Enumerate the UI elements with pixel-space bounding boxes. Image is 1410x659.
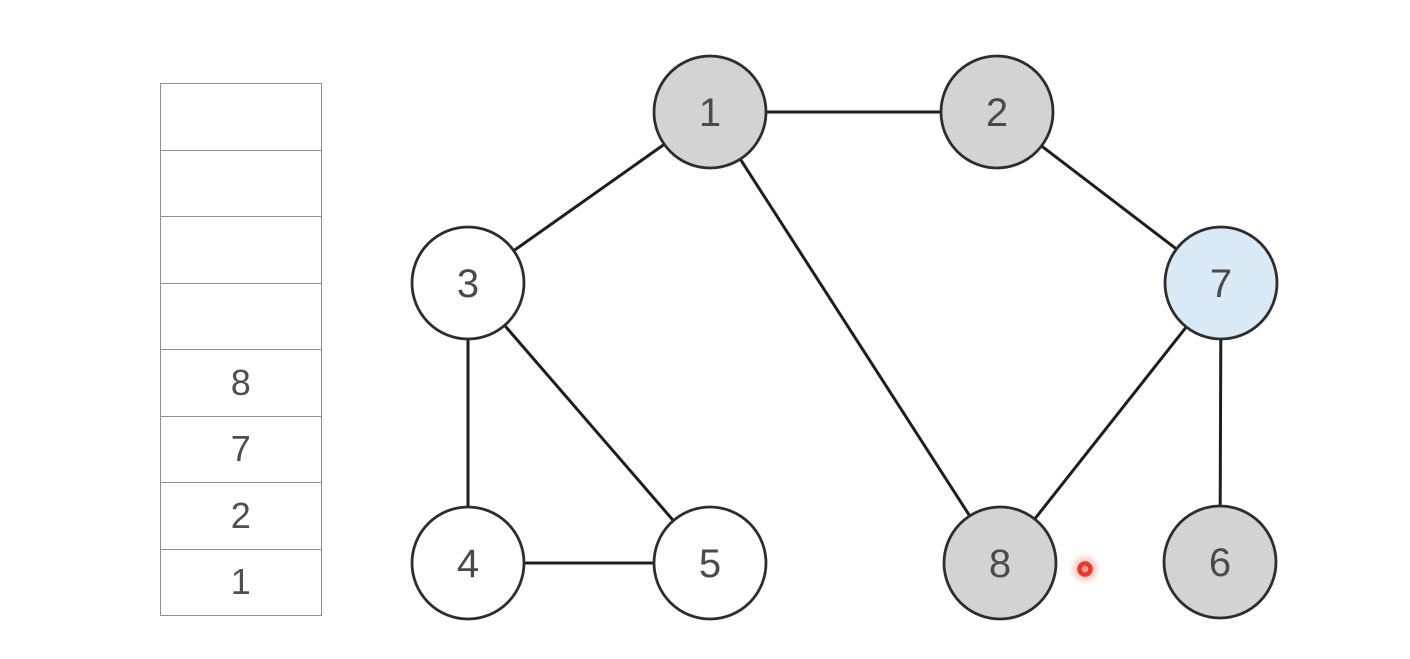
graph-node-label: 7	[1210, 262, 1232, 306]
graph-node-label: 6	[1209, 541, 1231, 585]
graph-node-circle[interactable]	[939, 54, 1055, 170]
stack-cell	[161, 151, 321, 217]
click-indicator-icon	[1068, 552, 1102, 586]
graph-node-circle[interactable]	[652, 505, 768, 621]
graph-edge-3-5	[466, 281, 712, 565]
nodes-layer: 1 2 3 7 4 5 8 6	[410, 54, 1279, 621]
graph-node-label: 2	[986, 91, 1008, 135]
graph-node-label: 5	[699, 542, 721, 586]
graph-edge-7-8	[998, 281, 1223, 565]
graph-node-1[interactable]: 1	[652, 54, 768, 170]
graph-node-circle[interactable]	[410, 225, 526, 341]
stack-cell: 2	[161, 483, 321, 550]
graph-node-label: 8	[989, 542, 1011, 586]
graph-node-circle[interactable]	[1163, 225, 1279, 341]
stack-cell: 8	[161, 350, 321, 417]
edges-layer	[466, 110, 1223, 565]
graph-node-label: 3	[457, 262, 479, 306]
graph-node-6[interactable]: 6	[1162, 504, 1278, 620]
stack-cell	[161, 284, 321, 350]
graph-node-label: 4	[457, 542, 479, 586]
graph-node-circle[interactable]	[410, 505, 526, 621]
graph-node-circle[interactable]	[942, 505, 1058, 621]
graph-edge-1-8	[708, 110, 1002, 565]
stack-cell: 7	[161, 417, 321, 483]
graph-node-2[interactable]: 2	[939, 54, 1055, 170]
stack-cell	[161, 217, 321, 284]
graph-node-3[interactable]: 3	[410, 225, 526, 341]
click-layer	[1068, 552, 1102, 586]
graph-node-circle[interactable]	[652, 54, 768, 170]
dfs-stack: 8 7 2 1	[160, 83, 322, 616]
graph-node-7[interactable]: 7	[1163, 225, 1279, 341]
stack-cell	[161, 84, 321, 151]
graph-node-4[interactable]: 4	[410, 505, 526, 621]
graph-node-5[interactable]: 5	[652, 505, 768, 621]
graph-node-label: 1	[699, 91, 721, 135]
stack-cell: 1	[230, 561, 252, 603]
graph-node-8[interactable]: 8	[942, 505, 1058, 621]
graph-node-circle[interactable]	[1162, 504, 1278, 620]
click-indicator-ring	[1077, 561, 1093, 577]
click-indicator-glow	[1068, 552, 1102, 586]
